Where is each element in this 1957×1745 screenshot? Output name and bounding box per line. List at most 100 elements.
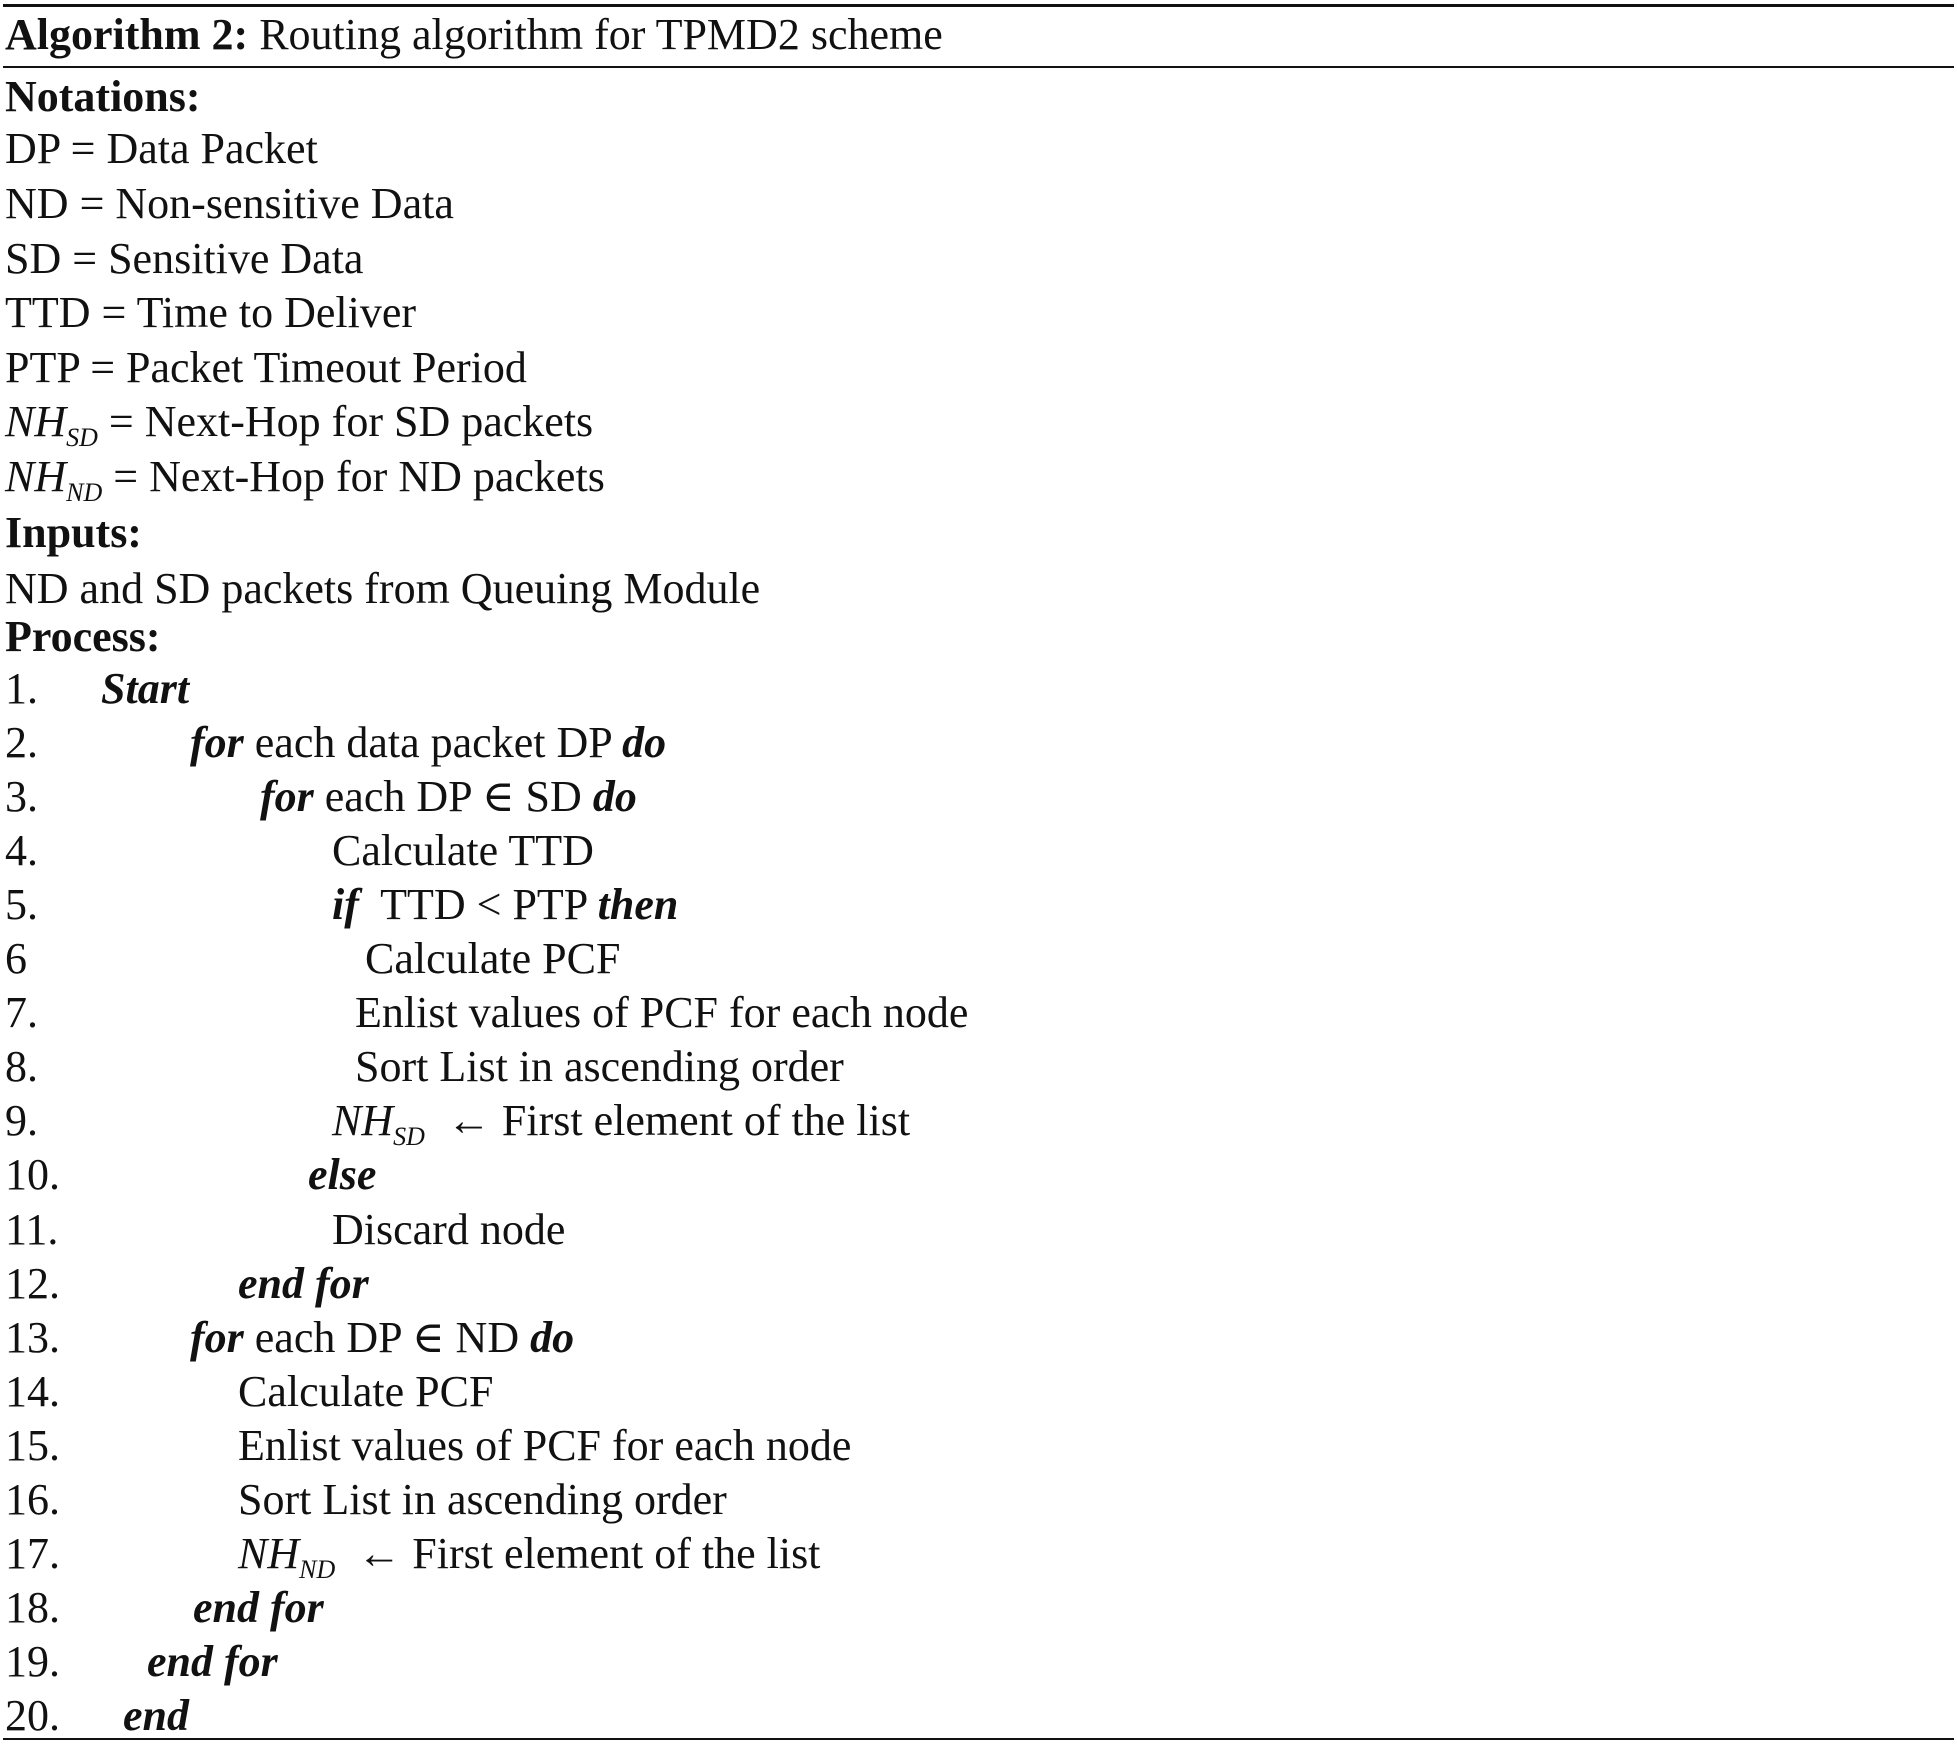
keyword: Start: [101, 664, 190, 713]
keyword: else: [308, 1150, 377, 1199]
step-text: Calculate TTD: [332, 826, 594, 875]
step-code: else: [308, 1148, 376, 1202]
step-code: if TTD < PTP then: [332, 878, 678, 932]
step-number: 6: [5, 934, 27, 983]
notation-nh-sd: NHSD = Next-Hop for SD packets: [5, 395, 593, 452]
step-number: 3.: [5, 772, 38, 821]
step-text: Enlist values of PCF for each node: [355, 988, 969, 1037]
step-code: Start: [101, 662, 189, 716]
step-text: Calculate PCF: [365, 934, 621, 983]
nh-sd-symbol: NH: [5, 397, 67, 446]
step-code: Sort List in ascending order: [238, 1473, 727, 1527]
variable: NH: [238, 1529, 300, 1578]
keyword: do: [592, 772, 637, 821]
notation-definition: Data Packet: [106, 124, 318, 173]
step-code: NHND ← First element of the list: [238, 1527, 820, 1587]
step-code: end for: [193, 1581, 324, 1635]
notation-item: DP = Data Packet: [5, 122, 318, 176]
notation-term: ND: [5, 179, 69, 228]
keyword: do: [622, 718, 667, 767]
step-code: end for: [238, 1257, 369, 1311]
keyword: do: [530, 1313, 575, 1362]
process-step: 20. end: [5, 1689, 1905, 1743]
step-number: 10.: [5, 1150, 60, 1199]
process-step: 13.for each DP ∈ ND do: [5, 1311, 1905, 1365]
step-code: for each data packet DP do: [190, 716, 666, 770]
step-code: Calculate PCF: [238, 1365, 493, 1419]
step-number: 9.: [5, 1096, 38, 1145]
process-step: 11.Discard node: [5, 1203, 1905, 1257]
notation-equals: =: [68, 179, 116, 228]
step-number: 4.: [5, 826, 38, 875]
bottom-rule: [3, 1738, 1954, 1740]
process-step: 1. Start: [5, 662, 1905, 716]
step-number: 16.: [5, 1475, 60, 1524]
step-text: Discard node: [332, 1205, 566, 1254]
header-rule: [3, 66, 1954, 68]
notations-heading: Notations:: [5, 72, 201, 121]
nh-nd-symbol: NH: [5, 452, 67, 501]
algorithm-label: Algorithm 2:: [5, 10, 249, 59]
step-code: NHSD ← First element of the list: [332, 1094, 910, 1154]
step-code: Sort List in ascending order: [355, 1040, 844, 1094]
step-number: 18.: [5, 1583, 60, 1632]
notation-item: TTD = Time to Deliver: [5, 286, 416, 340]
notation-definition: Time to Deliver: [136, 288, 417, 337]
step-code: end: [123, 1689, 189, 1743]
step-text: each DP ∈ ND: [243, 1313, 531, 1362]
step-code: Calculate TTD: [332, 824, 594, 878]
variable-subscript: SD: [393, 1122, 425, 1151]
process-step: 4. Calculate TTD: [5, 824, 1905, 878]
process-step: 6 Calculate PCF: [5, 932, 1905, 986]
variable-subscript: ND: [299, 1555, 336, 1584]
step-number: 5.: [5, 880, 38, 929]
step-text: ← First element of the list: [335, 1529, 821, 1578]
notation-term: PTP: [5, 343, 80, 392]
step-text: each data packet DP: [243, 718, 623, 767]
step-text: Calculate PCF: [238, 1367, 494, 1416]
inputs-heading: Inputs:: [5, 508, 142, 557]
step-number: 1.: [5, 664, 38, 713]
process-step: 18. end for: [5, 1581, 1905, 1635]
step-code: Discard node: [332, 1203, 565, 1257]
process-step: 15. Enlist values of PCF for each node: [5, 1419, 1905, 1473]
notation-equals: =: [59, 124, 107, 173]
process-step: 19. end for: [5, 1635, 1905, 1689]
top-rule: [3, 4, 1954, 7]
step-text: Sort List in ascending order: [238, 1475, 727, 1524]
nh-nd-subscript: ND: [66, 478, 103, 507]
notation-term: SD: [5, 234, 62, 283]
keyword: end: [123, 1691, 189, 1740]
step-code: end for: [147, 1635, 278, 1689]
nh-sd-subscript: SD: [66, 423, 98, 452]
keyword: for: [190, 1313, 244, 1362]
keyword: end for: [238, 1259, 369, 1308]
nh-nd-definition: = Next-Hop for ND packets: [102, 452, 605, 501]
notation-definition: Packet Timeout Period: [126, 343, 527, 392]
notation-definition: Non-sensitive Data: [115, 179, 454, 228]
step-number: 12.: [5, 1259, 60, 1308]
notation-equals: =: [90, 288, 137, 337]
step-text: Sort List in ascending order: [355, 1042, 844, 1091]
process-step: 2. for each data packet DP do: [5, 716, 1905, 770]
step-code: for each DP ∈ SD do: [260, 770, 637, 824]
step-number: 20.: [5, 1691, 60, 1740]
step-number: 15.: [5, 1421, 60, 1470]
step-code: Enlist values of PCF for each node: [238, 1419, 851, 1473]
step-number: 19.: [5, 1637, 60, 1686]
step-text: Enlist values of PCF for each node: [238, 1421, 852, 1470]
step-number: 14.: [5, 1367, 60, 1416]
step-text: TTD < PTP: [358, 880, 598, 929]
process-step: 10. else: [5, 1148, 1905, 1202]
step-number: 7.: [5, 988, 38, 1037]
step-text: ← First element of the list: [424, 1096, 911, 1145]
process-step: 5. if TTD < PTP then: [5, 878, 1905, 932]
keyword: for: [260, 772, 314, 821]
inputs-text: ND and SD packets from Queuing Module: [5, 564, 761, 613]
notation-nh-nd: NHND = Next-Hop for ND packets: [5, 450, 605, 507]
step-number: 2.: [5, 718, 38, 767]
notation-item: SD = Sensitive Data: [5, 232, 363, 286]
step-code: for each DP ∈ ND do: [190, 1311, 574, 1365]
algorithm-title: Algorithm 2: Routing algorithm for TPMD2…: [5, 6, 943, 64]
step-code: Calculate PCF: [365, 932, 620, 986]
